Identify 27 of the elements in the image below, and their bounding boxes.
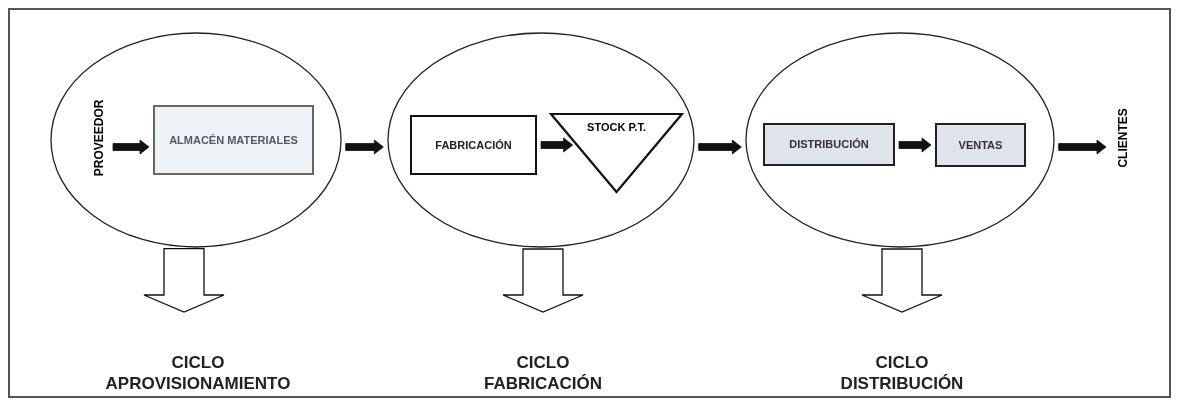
node-label: ALMACÉN MATERIALES	[169, 133, 298, 147]
cycle-label: CICLO APROVISIONAMIENTO	[105, 351, 291, 394]
arrow	[1058, 139, 1107, 155]
arrow	[861, 248, 943, 313]
cycle-ellipse	[745, 32, 1055, 248]
process-box	[763, 123, 895, 166]
cycle-label: CICLO FABRICACIÓN	[483, 351, 603, 394]
arrow	[540, 137, 573, 153]
process-box	[153, 105, 314, 175]
arrow	[112, 139, 150, 155]
arrow	[143, 248, 225, 313]
cycle-ellipse	[387, 32, 695, 248]
arrow	[898, 137, 932, 153]
process-box	[410, 115, 537, 175]
arrow	[698, 139, 742, 155]
node-label: FABRICACIÓN	[435, 138, 512, 152]
node-label: CLIENTES	[1117, 107, 1131, 168]
cycle-ellipse	[50, 32, 342, 248]
node-label: STOCK P.T.	[587, 121, 646, 134]
inventory-triangle	[550, 113, 683, 193]
node-label: DISTRIBUCIÓN	[789, 138, 869, 151]
arrow	[345, 139, 384, 155]
arrow	[502, 248, 584, 313]
node-label: VENTAS	[958, 138, 1003, 152]
node-label: PROVEEDOR	[93, 99, 107, 176]
process-box	[935, 123, 1026, 167]
cycle-label: CICLO DISTRIBUCIÓN	[840, 351, 964, 394]
